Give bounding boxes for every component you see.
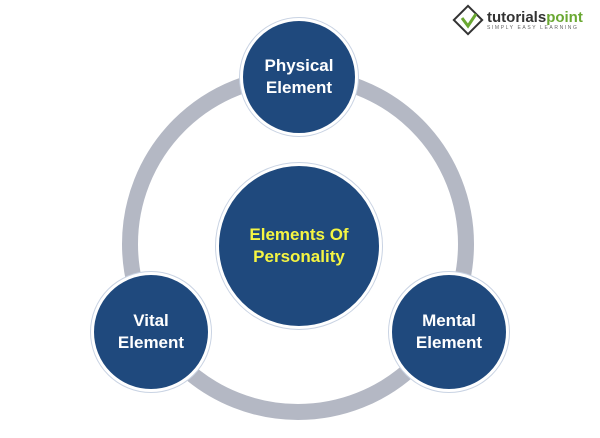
logo-text: tutorialspoint <box>487 8 583 26</box>
center-node: Elements Of Personality <box>216 163 382 329</box>
node-label: Physical <box>264 56 334 75</box>
node-label: Element <box>415 333 483 352</box>
center-line1: Elements Of <box>249 225 349 244</box>
logo-icon <box>452 4 484 36</box>
logo-tagline: SIMPLY EASY LEARNING <box>487 24 579 31</box>
node-label: Mental <box>422 311 476 330</box>
node-label: Vital <box>133 311 169 330</box>
center-line2: Personality <box>253 247 345 266</box>
node-label: Element <box>117 333 185 352</box>
node-label: Element <box>265 78 333 97</box>
logo: tutorialspoint SIMPLY EASY LEARNING <box>452 4 583 36</box>
